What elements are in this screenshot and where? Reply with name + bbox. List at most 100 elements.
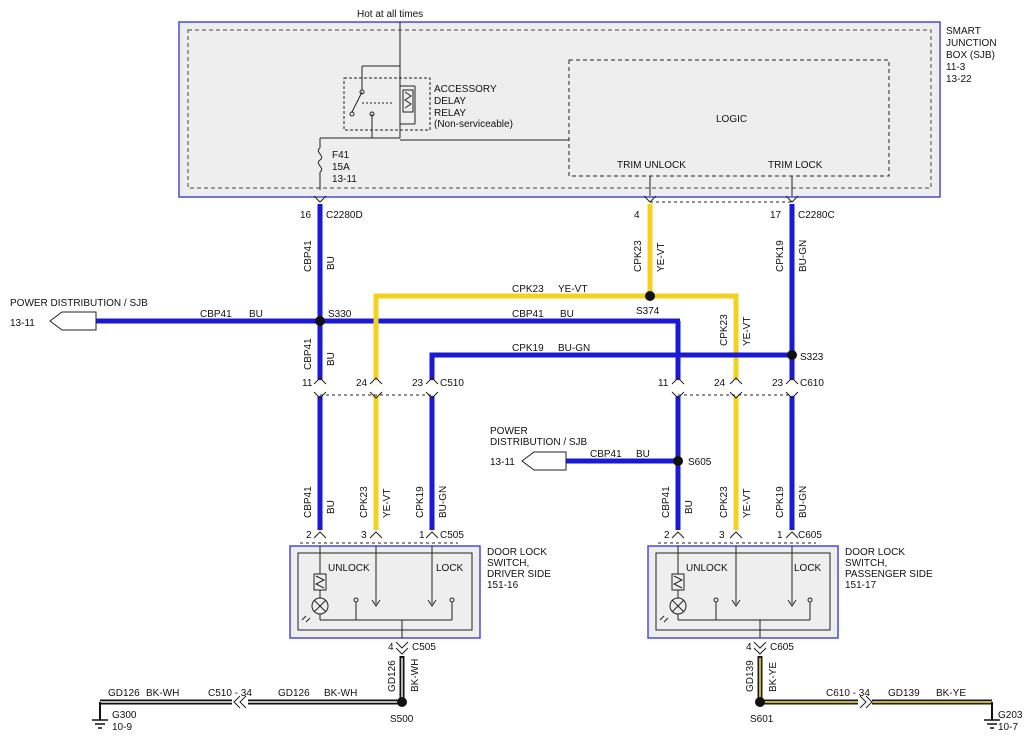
splice-s605: S605 xyxy=(688,457,712,468)
fuse-ref: 13-11 xyxy=(332,174,357,185)
splice-s323-dot xyxy=(787,350,797,360)
switch-passenger-ref: 151-17 xyxy=(845,580,877,591)
g203-ref: 10-7 xyxy=(998,722,1018,733)
ground-icon xyxy=(92,719,108,729)
connector-c505-ground: 4 C505 xyxy=(388,641,436,655)
c505-name: C505 xyxy=(440,530,464,541)
label-yevt-drv: YE-VT xyxy=(382,489,393,518)
ground-g203: C610 - 34 G203 10-7 xyxy=(826,688,1023,733)
c510-pin-23: 23 xyxy=(412,378,424,389)
label-cpk23-drv: CPK23 xyxy=(359,486,370,518)
trim-lock-label: TRIM LOCK xyxy=(768,160,823,171)
label-cpk23-top: CPK23 xyxy=(633,240,644,272)
switch-driver-line1: DOOR LOCK xyxy=(487,547,547,558)
wire-labels: CBP41 BU CBP41 BU CPK23 YE-VT CPK19 BU-G… xyxy=(108,240,966,699)
wire-gd139 xyxy=(757,656,993,720)
c605-pin-2: 2 xyxy=(664,530,670,541)
c605-pin-3: 3 xyxy=(719,530,725,541)
c510-pin-24: 24 xyxy=(356,378,368,389)
fuse-rating: 15A xyxy=(332,162,350,173)
label-bugn-pass: BU-GN xyxy=(798,486,809,518)
c610-pin-11: 11 xyxy=(658,378,669,389)
power-mid-line1: POWER xyxy=(490,426,528,437)
c510-pin-11: 11 xyxy=(302,378,313,389)
switch-passenger-lock: LOCK xyxy=(794,563,822,574)
power-mid-line2: DISTRIBUTION / SJB xyxy=(490,437,588,448)
relay-label-line2: DELAY xyxy=(434,96,466,107)
connector-c510: 11 24 23 C510 xyxy=(302,377,464,399)
c610-name: C610 xyxy=(800,378,824,389)
sjb-title-line2: JUNCTION xyxy=(946,38,997,49)
door-lock-switch-driver: UNLOCK LOCK DOOR LOCK SWITCH, DRIVER SID… xyxy=(289,545,551,639)
sjb-ref1: 11-3 xyxy=(946,62,966,73)
wire-cpk23 xyxy=(373,204,739,530)
c2280d-pin: 16 xyxy=(300,210,312,221)
switch-passenger-line1: DOOR LOCK xyxy=(845,547,905,558)
wire-cbp41 xyxy=(96,204,681,530)
label-cbp41-left: CBP41 xyxy=(200,309,232,320)
label-bugn-drv: BU-GN xyxy=(438,486,449,518)
label-yevt-pass: YE-VT xyxy=(742,489,753,518)
hot-at-all-times-label: Hot at all times xyxy=(357,9,423,20)
switch-driver-lock: LOCK xyxy=(436,563,464,574)
label-cbp41-pass: CBP41 xyxy=(661,486,672,518)
offpage-connector-icon xyxy=(49,311,97,331)
label-gd139-right: GD139 xyxy=(888,688,920,699)
ground-icon xyxy=(984,719,1000,729)
label-yevt-top: YE-VT xyxy=(656,243,667,272)
c505-ground-pin: 4 xyxy=(388,642,394,653)
splice-s500: S500 xyxy=(390,714,414,725)
c510-name: C510 xyxy=(440,378,464,389)
label-cpk19-top: CPK19 xyxy=(775,240,786,272)
accessory-delay-relay xyxy=(343,65,431,138)
offpage-connector-icon xyxy=(521,451,567,471)
label-bu-pass: BU xyxy=(684,500,695,514)
connector-c605: 2 3 1 C605 xyxy=(658,530,822,544)
c605-ground-name: C605 xyxy=(770,642,794,653)
label-gd126-vert: GD126 xyxy=(387,660,398,692)
c505-ground-name: C505 xyxy=(412,642,436,653)
c610-pin-23: 23 xyxy=(772,378,784,389)
connector-c605-ground: 4 C605 xyxy=(746,641,794,655)
switch-passenger-line2: SWITCH, xyxy=(845,558,887,569)
switch-driver-ref: 151-16 xyxy=(487,580,519,591)
connector-c2280: 16 C2280D 4 17 C2280C xyxy=(300,195,835,221)
label-bu-top: BU xyxy=(326,256,337,270)
connector-c505: 2 3 1 C505 xyxy=(300,530,464,544)
power-left-label: POWER DISTRIBUTION / SJB xyxy=(10,298,148,309)
sjb-inner-border xyxy=(187,29,932,189)
label-bkwh-mid: BK-WH xyxy=(324,688,357,699)
power-left-ref: 13-11 xyxy=(10,318,35,329)
label-bkye-right: BK-YE xyxy=(936,688,966,699)
splice-s330-dot xyxy=(315,316,325,326)
splice-s323: S323 xyxy=(800,352,824,363)
switch-driver-line2: SWITCH, xyxy=(487,558,529,569)
relay-label-line4: (Non-serviceable) xyxy=(434,119,513,130)
sjb-title-line1: SMART xyxy=(946,26,981,37)
splice-s605-dot xyxy=(673,456,683,466)
label-bu-left: BU xyxy=(249,309,263,320)
label-cpk19-drv: CPK19 xyxy=(415,486,426,518)
connector-c610: 11 24 23 C610 xyxy=(658,377,824,399)
label-cbp41-mid: CBP41 xyxy=(303,338,314,370)
ground-g300: C510 - 34 G300 10-9 xyxy=(92,688,252,733)
wire-cpk19 xyxy=(429,204,795,530)
label-cpk23-pass: CPK23 xyxy=(719,486,730,518)
switch-passenger-line3: PASSENGER SIDE xyxy=(845,569,933,580)
label-bugn-horiz: BU-GN xyxy=(558,343,590,354)
sjb-outer-border xyxy=(178,21,941,198)
label-cpk23-horiz: CPK23 xyxy=(512,284,544,295)
label-bu-mid: BU xyxy=(326,352,337,366)
label-bu-s605: BU xyxy=(636,449,650,460)
logic-label: LOGIC xyxy=(716,114,747,125)
wire-gd126 xyxy=(99,656,405,720)
c2280c-pin-17: 17 xyxy=(770,210,782,221)
label-bu-right: BU xyxy=(560,309,574,320)
switch-passenger-outer xyxy=(647,545,839,639)
splice-s374-dot xyxy=(645,291,655,301)
switch-driver-inner xyxy=(297,552,473,631)
g300-ref: 10-9 xyxy=(112,722,132,733)
switch-passenger-inner xyxy=(655,552,831,631)
relay-box xyxy=(343,77,431,131)
